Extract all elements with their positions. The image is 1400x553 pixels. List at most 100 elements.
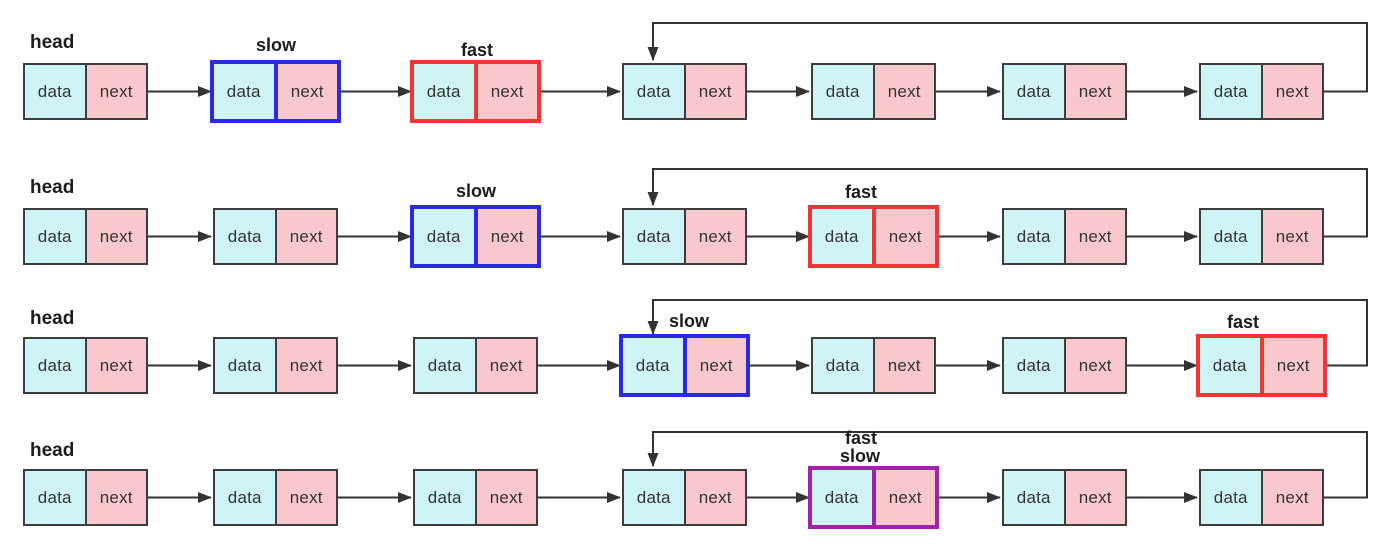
data-cell: data	[214, 64, 276, 119]
next-cell: next	[1261, 338, 1323, 393]
pointer-label-slow-row4: slow	[839, 446, 881, 466]
next-cell: next	[275, 210, 336, 263]
next-cell: next	[275, 64, 337, 119]
next-cell: next	[873, 209, 935, 264]
next-cell: next	[684, 210, 745, 263]
pointer-label-slow-row1: slow	[255, 35, 297, 55]
data-cell: data	[415, 471, 476, 524]
next-cell: next	[684, 65, 745, 118]
next-cell: next	[85, 471, 146, 524]
next-cell: next	[475, 339, 536, 392]
next-cell: next	[1064, 210, 1125, 263]
data-cell: data	[415, 339, 476, 392]
next-cell: next	[873, 470, 935, 525]
next-cell: next	[475, 471, 536, 524]
next-cell: next	[684, 471, 745, 524]
data-cell: data	[414, 64, 476, 119]
data-cell: data	[25, 65, 86, 118]
data-cell: data	[215, 210, 276, 263]
cycle-loop-arrow-row4	[647, 431, 1368, 499]
cycle-loop-arrow-row1	[647, 22, 1368, 93]
next-cell: next	[1064, 471, 1125, 524]
cycle-loop-arrow-row2	[647, 168, 1368, 238]
next-cell: next	[85, 65, 146, 118]
data-cell: data	[813, 339, 874, 392]
cycle-loop-arrow-row3	[647, 299, 1368, 367]
next-cell: next	[85, 210, 146, 263]
pointer-label-fast-row1: fast	[460, 40, 494, 60]
next-cell: next	[1261, 65, 1322, 118]
next-cell: next	[275, 471, 336, 524]
head-label-row4: head	[30, 440, 75, 461]
head-label-row2: head	[30, 177, 75, 198]
next-cell: next	[873, 339, 934, 392]
data-cell: data	[1004, 471, 1065, 524]
pointer-label-slow-row3: slow	[668, 311, 710, 331]
next-cell: next	[85, 339, 146, 392]
data-cell: data	[25, 471, 86, 524]
data-cell: data	[1201, 210, 1262, 263]
data-cell: data	[1004, 65, 1065, 118]
data-cell: data	[215, 339, 276, 392]
head-label-row1: head	[30, 32, 75, 53]
next-cell: next	[1064, 65, 1125, 118]
data-cell: data	[812, 209, 874, 264]
data-cell: data	[1200, 338, 1262, 393]
data-cell: data	[812, 470, 874, 525]
data-cell: data	[623, 338, 685, 393]
data-cell: data	[1201, 65, 1262, 118]
next-cell: next	[873, 65, 934, 118]
next-cell: next	[475, 64, 537, 119]
data-cell: data	[25, 339, 86, 392]
pointer-label-fast-row2: fast	[844, 182, 878, 202]
next-cell: next	[684, 338, 746, 393]
pointer-label-fast-row4: fast	[844, 428, 878, 448]
data-cell: data	[1004, 339, 1065, 392]
data-cell: data	[624, 471, 685, 524]
data-cell: data	[624, 210, 685, 263]
data-cell: data	[25, 210, 86, 263]
head-label-row3: head	[30, 308, 75, 329]
next-cell: next	[1261, 471, 1322, 524]
data-cell: data	[1201, 471, 1262, 524]
data-cell: data	[414, 209, 476, 264]
next-cell: next	[1261, 210, 1322, 263]
data-cell: data	[215, 471, 276, 524]
pointer-label-fast-row3: fast	[1226, 312, 1260, 332]
next-cell: next	[1064, 339, 1125, 392]
next-cell: next	[275, 339, 336, 392]
data-cell: data	[1004, 210, 1065, 263]
data-cell: data	[624, 65, 685, 118]
data-cell: data	[813, 65, 874, 118]
